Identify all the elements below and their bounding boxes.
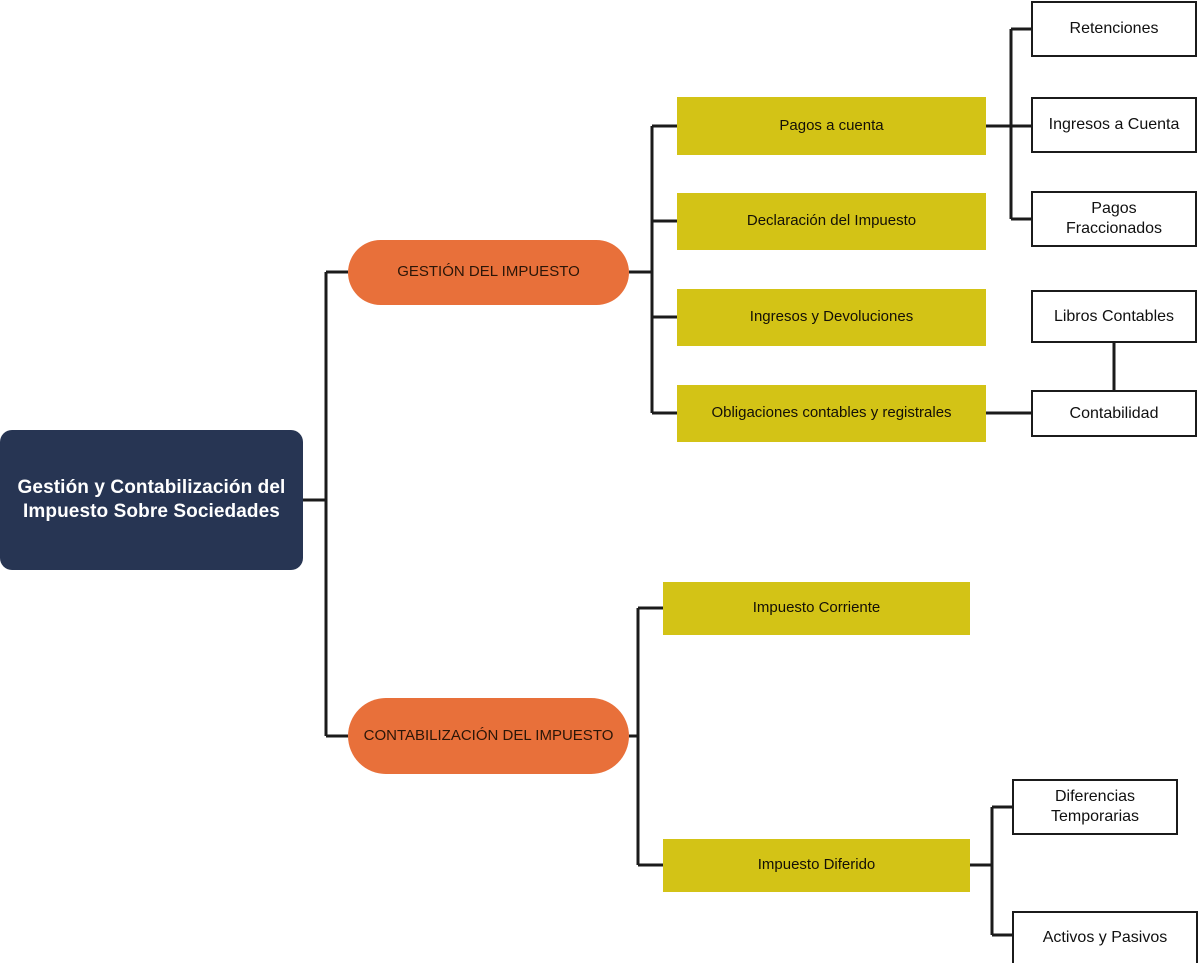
topic-node-impuesto-corriente-label: Impuesto Corriente [752, 599, 881, 617]
leaf-node-retenciones-label: Retenciones [1069, 20, 1159, 37]
leaf-node-ingresos-a-cuenta[interactable]: Ingresos a Cuenta [1031, 97, 1197, 153]
leaf-node-libros-contables-label: Libros Contables [1053, 307, 1175, 325]
branch-node-gestion-del-impuesto-label: GESTIÓN DEL IMPUESTO [397, 263, 580, 281]
topic-node-pagos-a-cuenta-label: Pagos a cuenta [779, 116, 884, 134]
topic-node-declaracion-del-impuesto-label: Declaración del Impuesto [746, 212, 917, 230]
branch-node-contabilizacion-del-impuesto[interactable]: CONTABILIZACIÓN DEL IMPUESTO [348, 698, 629, 774]
branch-node-gestion-del-impuesto[interactable]: GESTIÓN DEL IMPUESTO [348, 240, 629, 305]
leaf-node-pagos-fraccionados[interactable]: Pagos Fraccionados [1031, 191, 1197, 247]
leaf-node-pagos-fraccionados-label: Pagos Fraccionados [1065, 200, 1163, 237]
topic-node-impuesto-diferido[interactable]: Impuesto Diferido [663, 839, 970, 892]
topic-node-impuesto-corriente[interactable]: Impuesto Corriente [663, 582, 970, 635]
root-node-label: Gestión y Contabilización del Impuesto S… [17, 477, 286, 522]
branch-node-contabilizacion-del-impuesto-label: CONTABILIZACIÓN DEL IMPUESTO [363, 726, 614, 744]
root-node[interactable]: Gestión y Contabilización del Impuesto S… [0, 430, 303, 570]
leaf-node-retenciones[interactable]: Retenciones [1031, 1, 1197, 57]
topic-node-impuesto-diferido-label: Impuesto Diferido [757, 856, 876, 874]
topic-node-ingresos-y-devoluciones[interactable]: Ingresos y Devoluciones [677, 289, 986, 346]
leaf-node-ingresos-a-cuenta-label: Ingresos a Cuenta [1048, 116, 1180, 133]
topic-node-obligaciones-contables-y-registrales[interactable]: Obligaciones contables y registrales [677, 385, 986, 442]
topic-node-ingresos-y-devoluciones-label: Ingresos y Devoluciones [749, 308, 914, 326]
topic-node-obligaciones-contables-y-registrales-label: Obligaciones contables y registrales [711, 404, 952, 422]
leaf-node-diferencias-temporarias-label: Diferencias Temporarias [1050, 788, 1140, 825]
leaf-node-contabilidad-label: Contabilidad [1069, 404, 1159, 422]
leaf-node-activos-y-pasivos-label: Activos y Pasivos [1042, 929, 1168, 946]
leaf-node-contabilidad[interactable]: Contabilidad [1031, 390, 1197, 437]
topic-node-pagos-a-cuenta[interactable]: Pagos a cuenta [677, 97, 986, 155]
leaf-node-libros-contables[interactable]: Libros Contables [1031, 290, 1197, 343]
leaf-node-activos-y-pasivos[interactable]: Activos y Pasivos [1012, 911, 1198, 963]
leaf-node-diferencias-temporarias[interactable]: Diferencias Temporarias [1012, 779, 1178, 835]
topic-node-declaracion-del-impuesto[interactable]: Declaración del Impuesto [677, 193, 986, 250]
